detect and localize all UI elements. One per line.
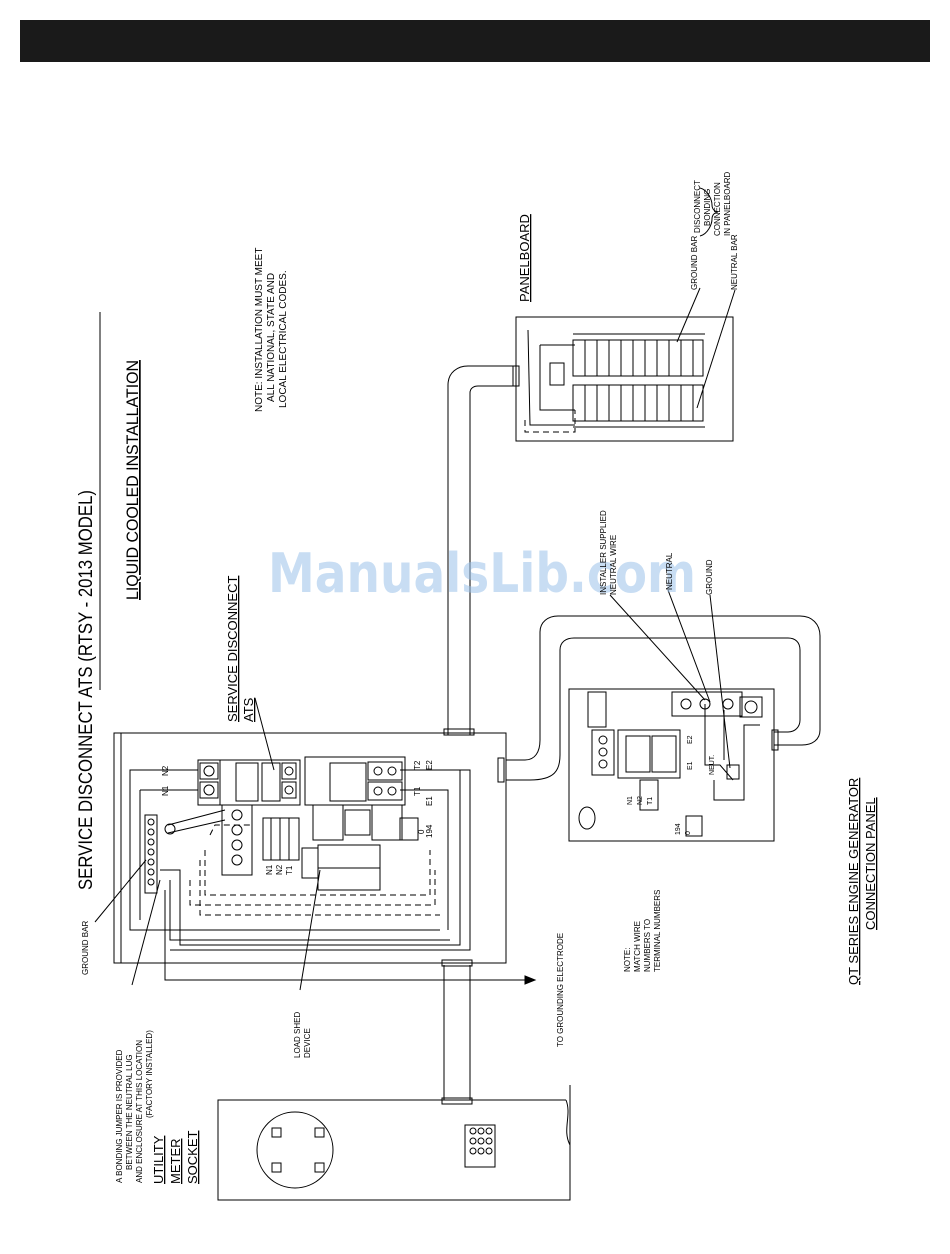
svg-text:N1: N1 xyxy=(627,796,634,805)
panelboard-dashed xyxy=(524,410,576,433)
installer-wire-leader xyxy=(609,594,706,701)
generator-panel xyxy=(568,688,775,842)
ats-enclosure xyxy=(113,365,821,981)
page-subtitle: LIQUID COOLED INSTALLATION xyxy=(123,360,142,600)
ats-title-leader xyxy=(254,697,275,771)
svg-text:T1: T1 xyxy=(413,786,422,796)
page-title: SERVICE DISCONNECT ATS (RTSY - 2013 MODE… xyxy=(76,490,97,890)
svg-text:E1: E1 xyxy=(425,796,434,806)
svg-text:NOTE:: NOTE: xyxy=(623,948,632,972)
svg-text:A BONDING JUMPER IS PROVIDED: A BONDING JUMPER IS PROVIDED xyxy=(115,1049,124,1183)
svg-text:E2: E2 xyxy=(425,760,434,770)
match-wire-note: NOTE: MATCH WIRE NUMBERS TO TERMINAL NUM… xyxy=(623,890,662,972)
svg-text:SOCKET: SOCKET xyxy=(185,1130,200,1184)
svg-text:DISCONNECT: DISCONNECT xyxy=(693,180,702,233)
svg-text:T1: T1 xyxy=(647,797,654,805)
svg-text:ATS: ATS xyxy=(241,697,256,722)
svg-text:T1: T1 xyxy=(285,865,294,875)
neutral-bar-leader xyxy=(696,289,736,409)
svg-text:MATCH WIRE: MATCH WIRE xyxy=(633,921,642,972)
svg-text:CONNECTION: CONNECTION xyxy=(713,182,722,236)
svg-text:194: 194 xyxy=(675,823,682,835)
watermark: ManualsLib.com xyxy=(268,542,696,605)
svg-text:SERVICE DISCONNECT: SERVICE DISCONNECT xyxy=(225,576,240,722)
ats-terminal-labels: N2 N1 E2 E1 T2 T1 N1 N2 T1 194 0 xyxy=(161,760,434,875)
svg-text:LOCAL ELECTRICAL CODES.: LOCAL ELECTRICAL CODES. xyxy=(278,270,289,408)
svg-text:LOAD SHED: LOAD SHED xyxy=(293,1012,302,1058)
ats-title: SERVICE DISCONNECT ATS xyxy=(225,576,256,722)
generator-terminal-labels: E2 E1 NEUT. N1 N2 T1 194 0 xyxy=(627,735,716,835)
svg-text:AND ENCLOSURE AT THIS LOCATION: AND ENCLOSURE AT THIS LOCATION xyxy=(135,1040,144,1183)
svg-text:0: 0 xyxy=(685,831,692,835)
svg-text:BETWEEN THE NEUTRAL LUG: BETWEEN THE NEUTRAL LUG xyxy=(125,1054,134,1170)
svg-text:ALL NATIONAL, STATE AND: ALL NATIONAL, STATE AND xyxy=(266,273,277,402)
panelboard-title: PANELBOARD xyxy=(517,214,532,302)
panelboard-box xyxy=(515,316,734,442)
svg-text:(FACTORY INSTALLED): (FACTORY INSTALLED) xyxy=(145,1030,154,1118)
svg-text:N2: N2 xyxy=(275,864,284,875)
ats-ground-bar-label: GROUND BAR xyxy=(81,921,90,975)
generator-leader-labels: INSTALLER SUPPLIED NEUTRAL WIRE NEUTRAL … xyxy=(599,510,714,595)
ground-leader xyxy=(709,594,731,769)
svg-text:TERMINAL NUMBERS: TERMINAL NUMBERS xyxy=(653,890,662,972)
panelboard-neutral-bar-label: NEUTRAL BAR xyxy=(730,234,739,290)
svg-text:INSTALLER SUPPLIED: INSTALLER SUPPLIED xyxy=(599,510,608,595)
conduit-meter-ats xyxy=(441,959,473,1105)
neutral-leader xyxy=(667,589,711,703)
svg-text:DEVICE: DEVICE xyxy=(303,1028,312,1058)
svg-text:METER: METER xyxy=(168,1139,183,1185)
svg-text:UTILITY: UTILITY xyxy=(151,1135,166,1184)
svg-text:0: 0 xyxy=(417,829,426,834)
panelboard-ground-bar-label: GROUND BAR xyxy=(690,236,699,290)
svg-text:BONDING: BONDING xyxy=(703,189,712,226)
svg-text:GROUND: GROUND xyxy=(705,559,714,595)
ground-bar-leader-ats xyxy=(94,859,147,923)
svg-text:E2: E2 xyxy=(687,735,694,744)
svg-text:N1: N1 xyxy=(265,864,274,875)
electrode-arrow xyxy=(524,975,537,985)
svg-text:N1: N1 xyxy=(161,785,170,796)
ats-dashed-wiring xyxy=(189,824,440,916)
svg-text:N2: N2 xyxy=(637,796,644,805)
utility-meter-title: UTILITY METER SOCKET xyxy=(151,1130,200,1184)
svg-text:N2: N2 xyxy=(161,765,170,776)
svg-text:NEUTRAL WIRE: NEUTRAL WIRE xyxy=(609,535,618,595)
disconnect-bonding-note: DISCONNECT BONDING CONNECTION IN PANELBO… xyxy=(693,171,732,236)
header-bar xyxy=(20,20,930,62)
svg-text:T2: T2 xyxy=(413,760,422,770)
svg-text:NOTE: INSTALLATION MUST MEET: NOTE: INSTALLATION MUST MEET xyxy=(254,248,265,412)
generator-title: QT SERIES ENGINE GENERATOR CONNECTION PA… xyxy=(846,778,878,985)
svg-text:CONNECTION PANEL: CONNECTION PANEL xyxy=(863,797,878,930)
svg-text:NEUT.: NEUT. xyxy=(709,755,716,775)
load-shed-leader xyxy=(299,869,321,991)
svg-text:194: 194 xyxy=(425,824,434,838)
bonding-jumper-note: A BONDING JUMPER IS PROVIDED BETWEEN THE… xyxy=(115,1030,154,1183)
svg-text:NUMBERS TO: NUMBERS TO xyxy=(643,919,652,972)
disconnect-brace xyxy=(699,187,719,237)
grounding-electrode-label: TO GROUNDING ELECTRODE xyxy=(556,933,565,1047)
svg-text:NEUTRAL: NEUTRAL xyxy=(665,552,674,590)
svg-text:IN PANELBOARD: IN PANELBOARD xyxy=(723,171,732,236)
svg-text:QT SERIES ENGINE GENERATOR: QT SERIES ENGINE GENERATOR xyxy=(846,778,861,985)
utility-meter-socket xyxy=(217,1085,571,1201)
bonding-leader xyxy=(131,879,161,986)
ground-bar-leader xyxy=(676,287,701,343)
load-shed-label: LOAD SHED DEVICE xyxy=(293,1012,312,1058)
codes-note: NOTE: INSTALLATION MUST MEET ALL NATIONA… xyxy=(254,248,289,412)
svg-text:E1: E1 xyxy=(687,761,694,770)
